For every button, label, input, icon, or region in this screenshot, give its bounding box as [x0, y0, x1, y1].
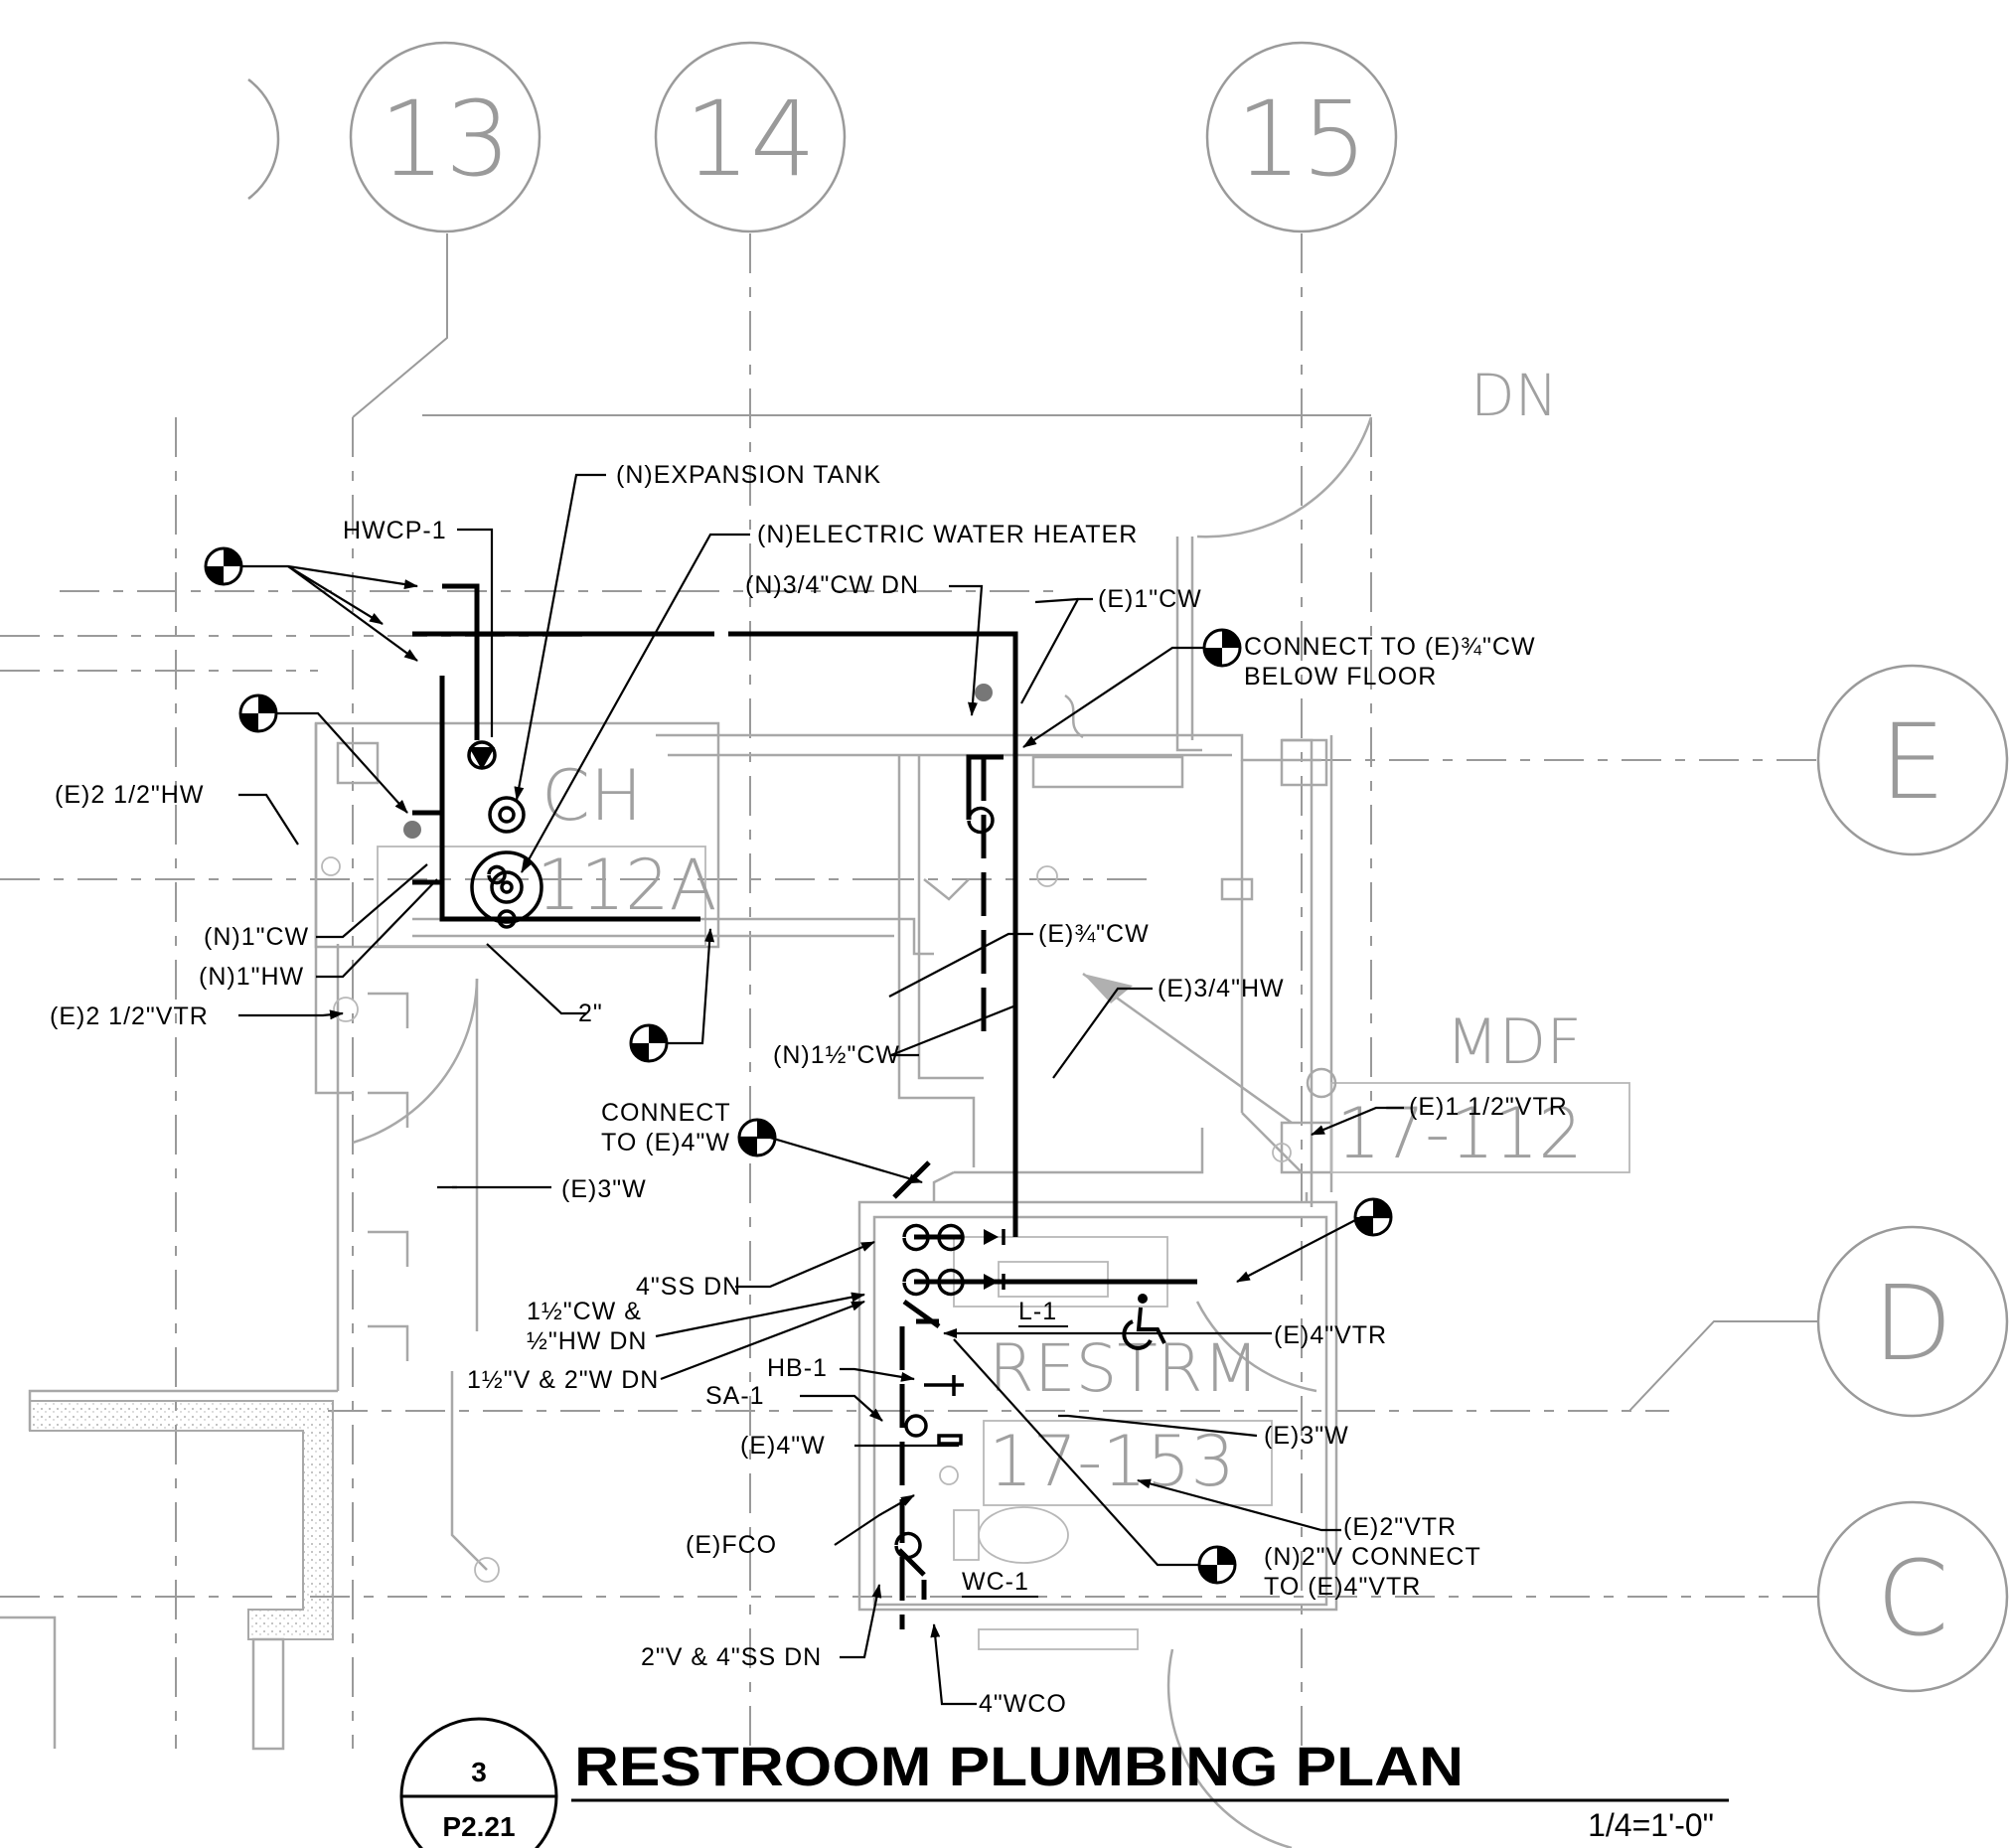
sheet-number: P2.21 — [442, 1811, 515, 1842]
label-cw-dn-34: (N)3/4"CW DN — [745, 571, 919, 599]
label-wc1: WC-1 — [962, 1568, 1029, 1596]
label-e-34cw: (E)¾"CW — [1038, 920, 1150, 948]
grid-lines — [0, 233, 1818, 1749]
label-e-212-hw: (E)2 1/2"HW — [55, 781, 204, 809]
grid-label-d: D — [1873, 1263, 1952, 1384]
label-expansion-tank: (N)EXPANSION TANK — [616, 461, 881, 489]
label-n-1hw: (N)1"HW — [199, 963, 304, 991]
label-e-34hw: (E)3/4"HW — [1158, 975, 1285, 1002]
label-e-2vtr: (E)2"VTR — [1343, 1513, 1457, 1541]
grid-label-13: 13 — [380, 78, 511, 200]
label-n-2v-2: TO (E)4"VTR — [1264, 1573, 1421, 1601]
room-mdf-number: 17-112 — [1336, 1093, 1583, 1174]
label-two-inch: 2" — [578, 1000, 603, 1027]
label-e-3w-right: (E)3"W — [1264, 1422, 1349, 1450]
label-hb1: HB-1 — [767, 1354, 828, 1382]
architectural-walls — [0, 416, 1630, 1848]
room-dn: DN — [1470, 362, 1558, 429]
drawing-title: RESTROOM PLUMBING PLAN — [574, 1735, 1464, 1797]
grid-label-e: E — [1880, 701, 1945, 823]
label-wco: 4"WCO — [979, 1690, 1067, 1718]
label-connect-w-1: CONNECT — [601, 1099, 731, 1127]
room-mdf-name: MDF — [1446, 1005, 1582, 1078]
label-cw-ss-dn: 4"SS DN — [636, 1273, 741, 1301]
room-mech-letters: CH — [541, 755, 643, 837]
label-n-112cw: (N)1½"CW — [773, 1041, 900, 1069]
label-n-2v-1: (N)2"V CONNECT — [1264, 1543, 1481, 1571]
room-restroom-number: 17-153 — [989, 1421, 1235, 1502]
label-e-4vtr: (E)4"VTR — [1274, 1321, 1387, 1349]
plumbing-piping — [412, 583, 1197, 1629]
label-v-w-dn: 1½"V & 2"W DN — [467, 1366, 659, 1394]
expansion-tank-symbol — [488, 796, 526, 834]
grid-bubble-c — [1816, 1500, 2009, 1693]
grid-bubble-e — [1816, 664, 2009, 856]
drawing-scale: 1/4=1'-0" — [1588, 1807, 1714, 1843]
label-sa1: SA-1 — [705, 1382, 765, 1410]
label-v-ss-dn: 2"V & 4"SS DN — [641, 1643, 822, 1671]
detail-marker-1 — [204, 546, 243, 586]
accessibility-icon — [1122, 1294, 1166, 1350]
grid-bubble-15 — [1205, 41, 1398, 233]
label-e-4w: (E)4"W — [740, 1432, 826, 1460]
label-e-112vtr: (E)1 1/2"VTR — [1409, 1093, 1568, 1121]
label-e-fco: (E)FCO — [686, 1531, 777, 1559]
detail-marker-3 — [629, 1023, 669, 1063]
leader-lines — [238, 473, 1404, 1706]
grid-label-14: 14 — [685, 78, 816, 200]
detail-number: 3 — [471, 1757, 487, 1787]
label-cw-hw-2: ½"HW DN — [527, 1327, 647, 1355]
callout-labels: (N)EXPANSION TANK HWCP-1 (N)ELECTRIC WAT… — [50, 461, 1568, 1718]
grid-label-15: 15 — [1236, 78, 1367, 200]
grid-bubble-d — [1816, 1225, 2009, 1418]
sa1-symbol — [904, 1414, 928, 1438]
label-e-1cw: (E)1"CW — [1098, 585, 1202, 613]
partial-grid-bubble — [247, 78, 280, 200]
drawing-title-block: 3 P2.21 RESTROOM PLUMBING PLAN 1/4=1'-0" — [399, 1717, 1729, 1848]
hwcp-pump-symbol — [469, 747, 495, 770]
water-heater-symbol — [470, 850, 543, 924]
room-tags: DN CH 112A MDF 17-112 RESTRM 17-153 — [537, 362, 1583, 1502]
grid-bubbles: 13 14 15 E D C — [247, 41, 2009, 1693]
label-e-3w-left: (E)3"W — [561, 1175, 647, 1203]
label-hwcp: HWCP-1 — [343, 517, 447, 544]
grid-bubble-13 — [349, 41, 541, 233]
room-restroom-name: RESTRM — [989, 1330, 1260, 1407]
label-water-heater: (N)ELECTRIC WATER HEATER — [757, 521, 1138, 548]
label-connect-w-2: TO (E)4"W — [601, 1129, 730, 1156]
label-connect-cw-1: CONNECT TO (E)¾"CW — [1244, 633, 1536, 661]
label-cw-hw-1: 1½"CW & — [527, 1298, 642, 1325]
detail-marker-4 — [1202, 628, 1242, 668]
label-connect-cw-2: BELOW FLOOR — [1244, 663, 1437, 691]
detail-marker-2 — [238, 693, 278, 733]
grid-bubble-14 — [654, 41, 847, 233]
grid-label-c: C — [1877, 1538, 1949, 1659]
plumbing-fixtures — [403, 684, 1166, 1560]
label-n-1cw: (N)1"CW — [204, 923, 309, 951]
detail-marker-7 — [1197, 1545, 1237, 1585]
label-e-212-vtr: (E)2 1/2"VTR — [50, 1002, 209, 1030]
label-l1: L-1 — [1018, 1298, 1057, 1325]
room-mech-number: 112A — [537, 845, 717, 926]
